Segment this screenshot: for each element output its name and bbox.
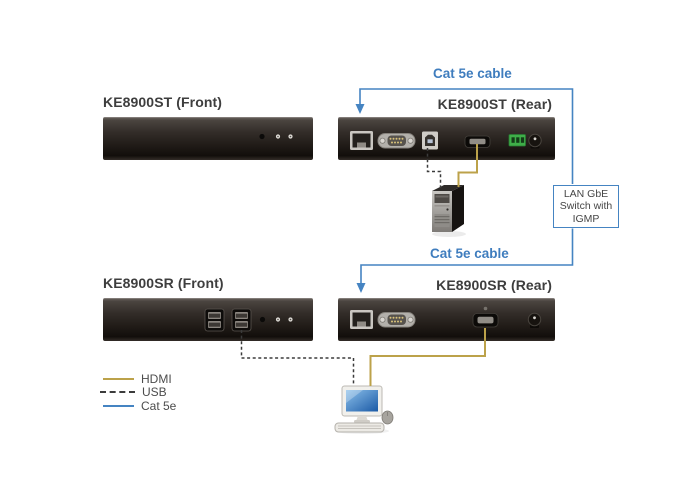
device-st-front: [103, 117, 313, 160]
lan-switch-line3: IGMP: [572, 212, 600, 225]
workstation-computer-icon: [334, 385, 394, 434]
mini-pc-icon: [432, 185, 466, 237]
hdmi-line-swatch-icon: [103, 377, 134, 380]
rj45-port-icon: [350, 310, 373, 329]
hdmi-port-icon: [464, 135, 491, 148]
device-sr-rear: [338, 298, 555, 341]
usb-a-dual-port-icon: [204, 308, 225, 332]
led-indicator-icon: [259, 133, 293, 140]
sr-front-ports: [204, 308, 293, 332]
rj45-port-icon: [350, 131, 373, 150]
st-rear-ports: [350, 131, 542, 150]
legend-label-cat5e: Cat 5e: [141, 398, 177, 413]
legend: HDMI USB Cat 5e: [100, 372, 176, 413]
legend-label-hdmi: HDMI: [141, 371, 172, 386]
legend-item-hdmi: HDMI: [100, 372, 176, 386]
device-label-sr-front: KE8900SR (Front): [103, 275, 224, 291]
device-sr-front: [103, 298, 313, 341]
lan-switch-line1: LAN GbE: [563, 187, 609, 200]
usb-line-swatch-icon: [100, 391, 135, 394]
db9-serial-port-icon: [377, 133, 416, 149]
lan-switch-box: LAN GbE Switch with IGMP: [553, 185, 619, 228]
dc-power-jack-icon: [528, 133, 542, 149]
sr-rear-ports: [350, 306, 542, 329]
legend-item-usb: USB: [100, 385, 176, 400]
device-label-st-rear: KE8900ST (Rear): [437, 96, 552, 112]
db9-serial-port-icon: [377, 312, 416, 328]
cat5e-cable-label-bottom: Cat 5e cable: [430, 246, 509, 261]
arrowhead-icon: [355, 104, 365, 114]
device-st-rear: [338, 117, 555, 160]
hdmi-port-icon: [472, 306, 499, 328]
usb-b-port-icon: [422, 131, 438, 150]
terminal-block-icon: [508, 134, 526, 147]
arrowhead-icon: [356, 283, 366, 293]
device-label-sr-rear: KE8900SR (Rear): [436, 277, 552, 293]
cat5e-line-swatch-icon: [103, 404, 134, 407]
device-label-st-front: KE8900ST (Front): [103, 94, 223, 110]
led-indicator-icon: [259, 316, 293, 323]
legend-label-usb: USB: [142, 385, 167, 400]
legend-item-cat5e: Cat 5e: [100, 399, 176, 413]
lan-switch-line2: Switch with: [559, 200, 613, 213]
usb-a-dual-port-icon: [231, 308, 252, 332]
dc-power-jack-icon: [527, 312, 542, 328]
cat5e-cable-label-top: Cat 5e cable: [433, 66, 512, 81]
